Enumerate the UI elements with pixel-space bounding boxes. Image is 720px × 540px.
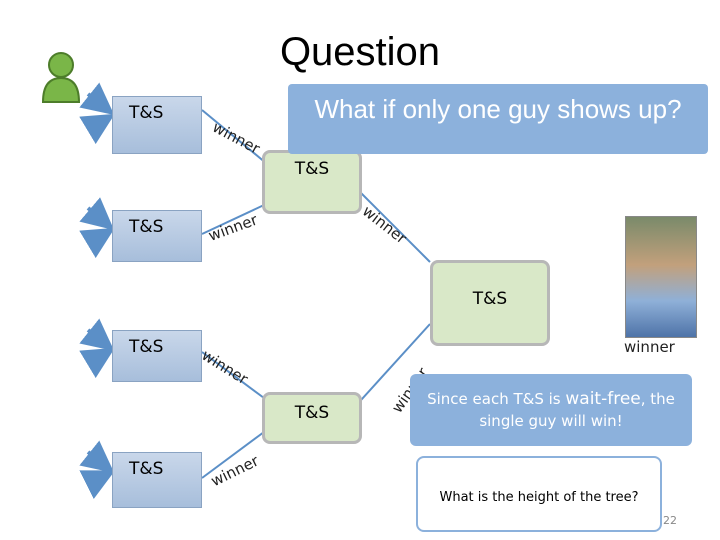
inner-node-level1-bottom: T&S — [262, 392, 362, 444]
page-number: 22 — [663, 514, 677, 527]
person-icon — [41, 52, 81, 103]
inner-node-level1-top: T&S — [262, 150, 362, 214]
callout-wait-free: Since each T&S is wait-free, the single … — [410, 374, 692, 446]
callout-question: What if only one guy shows up? — [288, 84, 708, 154]
callout-tree-height: What is the height of the tree? — [416, 456, 662, 532]
slide-title: Question — [279, 30, 441, 74]
leaf-node-1: T&S — [112, 96, 202, 154]
photo-caption: winner — [624, 338, 675, 356]
winner-photo — [625, 216, 697, 338]
leaf-node-3: T&S — [112, 330, 202, 382]
leaf-node-2: T&S — [112, 210, 202, 262]
leaf-node-4: T&S — [112, 452, 202, 508]
inner-node-root: T&S — [430, 260, 550, 346]
